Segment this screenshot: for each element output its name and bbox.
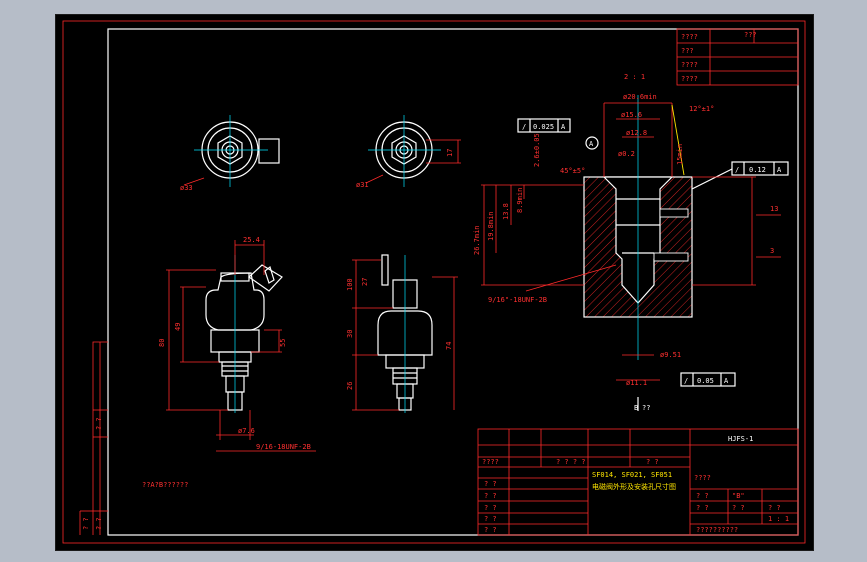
margin-label: ? ? (95, 417, 103, 430)
scale-label: 2 : 1 (624, 73, 645, 81)
table-corner: ??? (744, 31, 757, 39)
dim-label: ø31 (356, 181, 369, 189)
row-cell: ? ? (484, 504, 497, 512)
tol-value: 0.05 (697, 377, 714, 385)
dim-label: 19.8min (487, 211, 495, 241)
dim-label: 8.9min (516, 188, 524, 213)
dim-label: 13.8 (502, 203, 510, 220)
title-line-2: 电磁阀外形及安装孔尺寸图 (592, 482, 676, 491)
right-cell: ???? (694, 474, 711, 482)
section-mark: B (634, 404, 638, 412)
row-cell: ? ? (484, 515, 497, 523)
tol-ref: A (724, 377, 729, 385)
tol-value: 0.12 (749, 166, 766, 174)
right-cell: ? ? (696, 492, 709, 500)
right-cell: ? ? (768, 504, 781, 512)
tol-symbol: / (522, 123, 526, 131)
right-cell: "B" (732, 492, 745, 500)
top-right-table: ???? ??? ???? ???? ??? (676, 28, 799, 86)
top-view-right: 17 ø31 (356, 115, 461, 189)
tol-ref: A (561, 123, 566, 131)
front-view-left: 80 49 25.4 55 ø7.6 9/16-18UNF-2B (158, 236, 316, 452)
margin-label: ? ? (82, 517, 90, 530)
part-number: HJFS-1 (728, 435, 753, 443)
table-cell: ???? (681, 61, 698, 69)
tol-symbol: / (735, 166, 739, 174)
header-cell: ? ? ? ? (556, 458, 586, 466)
right-cell: ?????????? (696, 526, 738, 534)
right-cell: ? ? (732, 504, 745, 512)
dim-label: ø20.6min (623, 93, 657, 101)
row-cell: ? ? (484, 526, 497, 534)
dim-label: ø7.6 (238, 427, 255, 435)
dim-label: 25.4 (243, 236, 260, 244)
section-mark-suffix: ?? (642, 404, 650, 412)
dim-label: 100 (346, 278, 354, 291)
outer-border (62, 20, 806, 544)
tol-symbol: / (684, 377, 688, 385)
view-mark: A (589, 140, 594, 148)
front-view-right: 100 27 30 26 74 (346, 254, 458, 413)
drawing-sheet: ? ? ? ? ? ? ???? ??? ???? ???? ??? ø33 (55, 14, 814, 551)
title-block: HJFS-1 SF014, SF021, SF051 电磁阀外形及安装孔尺寸图 … (477, 428, 799, 536)
top-view-left: ø33 (180, 115, 280, 192)
row-cell: ? ? (484, 492, 497, 500)
dim-label: ø12.8 (626, 129, 647, 137)
dim-label: 26 (346, 382, 354, 390)
dim-label: 27 (361, 278, 369, 286)
title-line-1: SF014, SF021, SF051 (592, 471, 672, 479)
dim-label: ø9.51 (660, 351, 681, 359)
section-detail: 2 : 1 ø20.6min ø15.6 ø12.8 ø0.2 45°±5° 2… (473, 73, 789, 412)
margin-label: ? ? (95, 517, 103, 530)
right-cell: 1 : 1 (768, 515, 789, 523)
row-cell: ? ? (484, 480, 497, 488)
cad-drawing: ? ? ? ? ? ? ???? ??? ???? ???? ??? ø33 (62, 20, 806, 544)
header-cell: ? ? (646, 458, 659, 466)
table-cell: ???? (681, 75, 698, 83)
dim-label: 12°±1° (689, 105, 714, 113)
dim-label: 74 (445, 342, 453, 350)
dim-label: ø15.6 (621, 111, 642, 119)
dim-label: 45°±5° (560, 167, 585, 175)
left-margin-strip: ? ? ? ? ? ? (79, 341, 108, 535)
dim-label: 55 (279, 339, 287, 347)
dim-label: 80 (158, 339, 166, 347)
dim-label: 3 (770, 247, 774, 255)
drawing-note: ??A?B?????? (142, 481, 188, 489)
dim-label: 30 (346, 330, 354, 338)
dim-label: ø11.1 (626, 379, 647, 387)
thread-label: 9/16-18UNF-2B (256, 443, 311, 451)
dim-label: ø33 (180, 184, 193, 192)
thread-label: 9/16"-18UNF-2B (488, 296, 547, 304)
tol-value: 0.025 (533, 123, 554, 131)
table-cell: ??? (681, 47, 694, 55)
header-cell: ???? (482, 458, 499, 466)
dim-label: 49 (174, 323, 182, 331)
right-cell: ? ? (696, 504, 709, 512)
dim-label: 2.6±0.05 (533, 133, 541, 167)
dim-label: 13 (770, 205, 778, 213)
dim-label: 15min (676, 144, 684, 165)
table-cell: ???? (681, 33, 698, 41)
dim-label: 17 (446, 149, 454, 157)
dim-label: 26.7min (473, 225, 481, 255)
dim-label: ø0.2 (618, 150, 635, 158)
inner-border (107, 28, 799, 536)
tol-ref: A (777, 166, 782, 174)
